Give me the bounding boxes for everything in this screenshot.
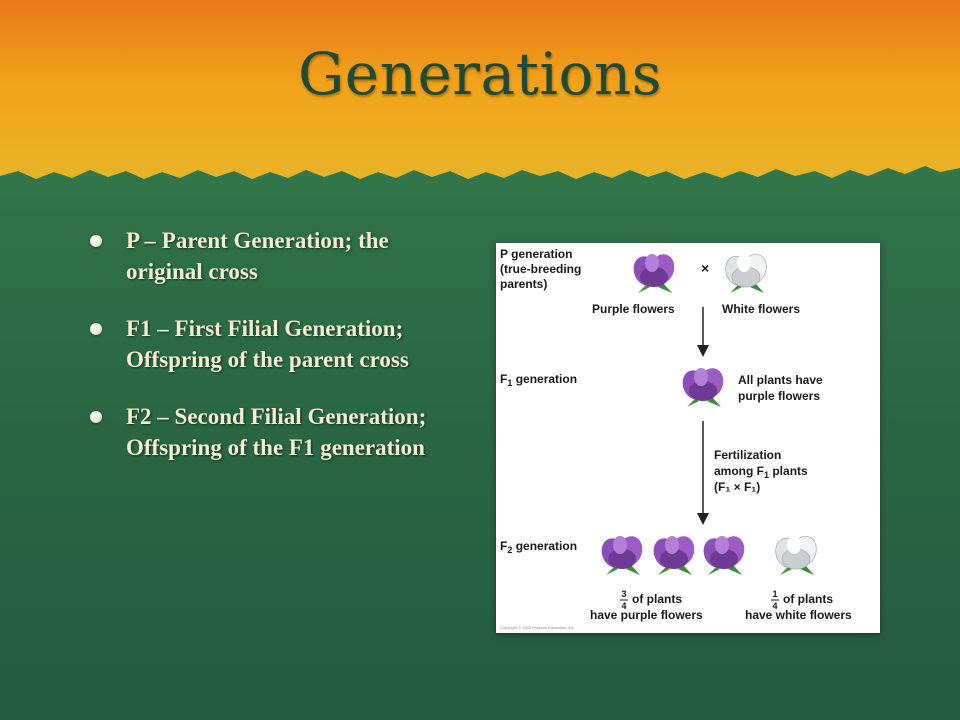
bullet-item-f1-generation: F1 – First Filial Generation; Offspring … bbox=[90, 313, 460, 375]
bullet-item-f2-generation: F2 – Second Filial Generation; Offspring… bbox=[90, 401, 460, 463]
bullet-dot-icon bbox=[90, 235, 102, 247]
bullet-dot-icon bbox=[90, 411, 102, 423]
f2-purple-flower-icon bbox=[649, 533, 699, 575]
copyright-text: Copyright © 2005 Pearson Education, Inc. bbox=[500, 625, 575, 630]
diagram-canvas: P generation (true-breeding parents) × P… bbox=[500, 247, 852, 630]
white-flower-icon bbox=[721, 250, 771, 294]
p-generation-label: P generation (true-breeding parents) bbox=[500, 247, 585, 291]
bullet-item-p-generation: P – Parent Generation; the original cros… bbox=[90, 225, 460, 287]
fraction-numerator: 3 bbox=[621, 589, 626, 599]
f2-purple-flower-icon bbox=[699, 533, 749, 575]
f2-purple-flower-icon bbox=[597, 533, 647, 575]
cross-symbol: × bbox=[701, 260, 709, 276]
f2-white-flower-icon bbox=[771, 532, 821, 576]
purple-outcome-line2: have purple flowers bbox=[590, 608, 703, 622]
white-outcome: 1 4 of plants have white flowers bbox=[745, 589, 852, 622]
f1-generation-label: F1 generation bbox=[500, 372, 577, 388]
bullet-text: P – Parent Generation; the original cros… bbox=[126, 228, 389, 284]
mendel-cross-diagram: P generation (true-breeding parents) × P… bbox=[496, 243, 880, 633]
slide-title: Generations bbox=[297, 40, 663, 108]
bullet-text: F1 – First Filial Generation; Offspring … bbox=[126, 316, 409, 372]
bullet-dot-icon bbox=[90, 323, 102, 335]
purple-outcome: 3 4 of plants have purple flowers bbox=[590, 589, 703, 622]
fraction-numerator: 1 bbox=[772, 589, 777, 599]
f1-purple-flower-icon bbox=[678, 365, 728, 407]
fraction-denominator: 4 bbox=[772, 601, 777, 611]
f2-generation-label: F2 generation bbox=[500, 539, 577, 555]
bullet-list: P – Parent Generation; the original cros… bbox=[90, 225, 460, 489]
white-outcome-line1: of plants bbox=[783, 592, 833, 606]
purple-outcome-line1: of plants bbox=[632, 592, 682, 606]
purple-flower-icon bbox=[629, 251, 679, 293]
fraction-denominator: 4 bbox=[621, 601, 626, 611]
white-flowers-label: White flowers bbox=[722, 302, 800, 316]
fertilization-note: Fertilization among F1 plants (F₁ × F₁) bbox=[714, 448, 811, 494]
f1-note: All plants have purple flowers bbox=[738, 373, 826, 403]
white-outcome-line2: have white flowers bbox=[745, 608, 852, 622]
orange-title-band bbox=[0, 0, 960, 179]
bullet-text: F2 – Second Filial Generation; Offspring… bbox=[126, 404, 427, 460]
purple-flowers-label: Purple flowers bbox=[592, 302, 675, 316]
